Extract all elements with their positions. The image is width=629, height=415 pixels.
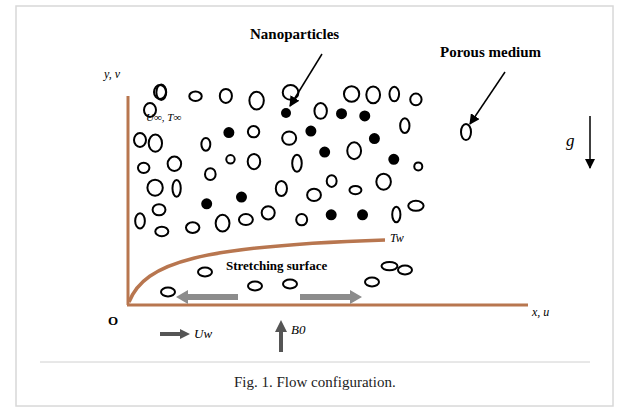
pore xyxy=(149,135,162,152)
pore xyxy=(314,103,326,119)
x-axis xyxy=(127,304,528,307)
pore xyxy=(410,94,421,106)
pore xyxy=(376,174,391,190)
nanoparticle xyxy=(360,111,369,120)
nanoparticle xyxy=(224,128,233,137)
nanoparticle xyxy=(337,109,346,118)
nanoparticle xyxy=(327,210,336,219)
nanoparticle xyxy=(281,108,291,118)
pore xyxy=(276,181,287,196)
pore xyxy=(262,206,275,219)
pore xyxy=(153,204,166,215)
pore xyxy=(161,288,175,297)
pore xyxy=(327,175,337,187)
part-label: Nanoparticles xyxy=(250,26,339,43)
pore xyxy=(365,278,379,287)
pore xyxy=(138,163,149,173)
pore xyxy=(147,180,162,196)
pore xyxy=(249,92,263,110)
nanoparticle xyxy=(202,199,211,208)
nanoparticle xyxy=(237,193,246,202)
leader-line xyxy=(290,54,322,106)
pore xyxy=(283,280,297,289)
part-label: Stretching surface xyxy=(226,259,327,273)
symbol-label: Uw xyxy=(194,327,212,341)
pore xyxy=(168,157,182,171)
pore xyxy=(400,118,409,133)
pore xyxy=(189,91,201,100)
axis-label: x, u xyxy=(532,306,549,319)
pore xyxy=(201,138,210,151)
nanoparticle xyxy=(370,134,379,143)
leader-line xyxy=(470,72,505,124)
pore xyxy=(205,168,216,180)
axis-label: y, v xyxy=(104,68,120,81)
gravity-arrow xyxy=(589,116,591,168)
pore xyxy=(349,186,361,194)
pore xyxy=(461,124,471,140)
pore xyxy=(220,89,232,103)
pore xyxy=(282,131,296,144)
pore xyxy=(344,86,359,102)
pore xyxy=(392,207,400,223)
pore xyxy=(248,126,259,137)
pore xyxy=(398,266,412,275)
nanoparticle xyxy=(306,127,315,136)
y-axis xyxy=(127,96,130,305)
stretch-arrow-right xyxy=(300,290,362,304)
pore xyxy=(296,214,307,225)
pore xyxy=(186,222,199,233)
pore xyxy=(248,282,262,291)
figure-frame xyxy=(16,6,613,406)
origin-label: O xyxy=(108,314,118,328)
symbol-label: U∞, T∞ xyxy=(146,111,181,123)
pore xyxy=(307,189,321,201)
nanoparticle xyxy=(320,148,329,157)
pore xyxy=(134,133,146,147)
pore xyxy=(172,180,180,197)
symbol-label: B0 xyxy=(291,323,305,337)
pore xyxy=(216,215,230,232)
pore xyxy=(382,262,398,270)
b0-arrow xyxy=(275,320,287,352)
nanoparticle xyxy=(358,210,367,219)
pore xyxy=(292,155,302,172)
pore xyxy=(226,155,234,163)
pore xyxy=(155,227,168,236)
nanoparticle xyxy=(389,155,398,164)
part-label: Porous medium xyxy=(440,44,541,61)
pore xyxy=(239,214,253,225)
figure-caption: Fig. 1. Flow configuration. xyxy=(234,374,396,391)
pore xyxy=(408,201,423,211)
pore xyxy=(347,142,361,159)
caption-rule xyxy=(40,362,590,363)
pore xyxy=(248,154,261,169)
pore xyxy=(366,86,380,103)
pore xyxy=(154,85,166,99)
stretching-surface xyxy=(129,240,385,302)
pore xyxy=(389,87,399,101)
stretch-arrow-left xyxy=(176,290,238,304)
pore xyxy=(414,162,422,170)
symbol-label: g xyxy=(566,132,575,151)
uw-arrow xyxy=(160,329,190,339)
symbol-label: Tw xyxy=(390,232,404,245)
pore xyxy=(198,268,212,277)
pore xyxy=(135,213,145,228)
